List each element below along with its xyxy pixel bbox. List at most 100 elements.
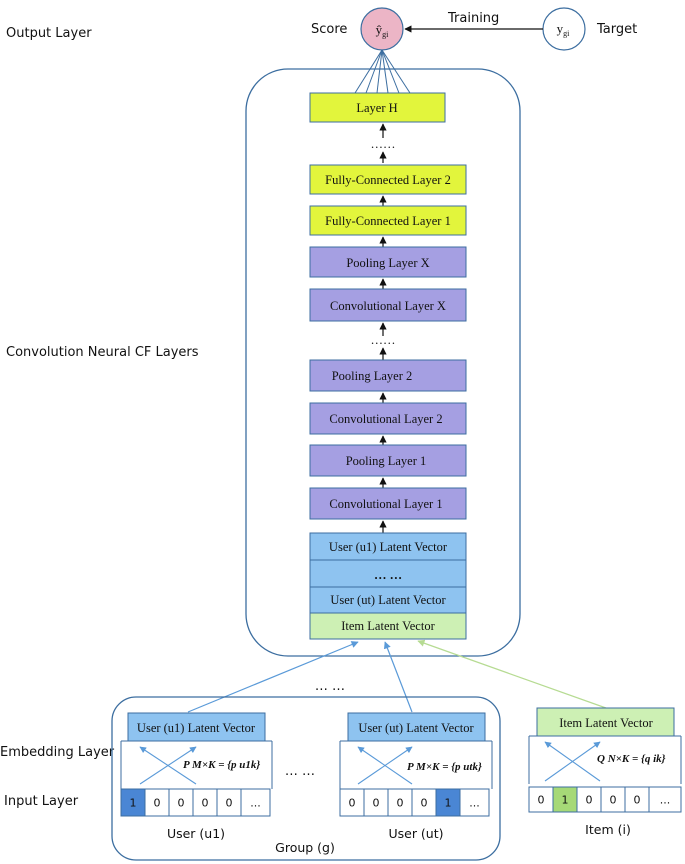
fc2-box: [309, 164, 467, 195]
arrow-user1-to-stack: [187, 641, 359, 713]
item-cross-b: [544, 741, 601, 782]
conv-x-text: Convolutional Layer X: [330, 299, 446, 313]
output-layer-label: Output Layer: [6, 26, 92, 41]
user1-cell-box-2: [168, 788, 194, 817]
pool-1-box: [309, 444, 467, 477]
conv-2-text: Convolutional Layer 2: [329, 412, 442, 426]
pool-2-box: [309, 359, 467, 392]
training-label: Training: [447, 11, 499, 26]
between-dots: … …: [285, 764, 315, 779]
score-symbol: ŷ: [376, 22, 383, 37]
target-label: Target: [596, 22, 637, 37]
usert-cell-value-2: 0: [397, 797, 404, 810]
conv-x-box: [309, 288, 467, 322]
item-cell-box-2: [576, 786, 602, 813]
target-subscript: gi: [563, 29, 570, 38]
usert-cell-value-0: 0: [349, 797, 356, 810]
user1-cross-b: [139, 746, 197, 785]
item-input-cells: 0 1 0 0 0...: [528, 786, 682, 813]
item-cell-value-5: ...: [660, 794, 671, 807]
usert-vec-text: User (ut) Latent Vector: [358, 721, 474, 735]
user1-cell-value-0: 1: [130, 797, 137, 810]
score-node-text: ŷgi: [376, 22, 390, 39]
stack-item-latent-text: Item Latent Vector: [341, 619, 435, 633]
stack-user1-latent-text: User (u1) Latent Vector: [329, 540, 448, 554]
score-fan-lines: [354, 49, 411, 94]
usert-cell-box-3: [411, 788, 437, 817]
group-container: [111, 696, 501, 861]
item-cell-value-1: 1: [562, 794, 569, 807]
usert-cell-box-1: [363, 788, 389, 817]
arrow-item-to-stack: [417, 639, 607, 709]
stack-dots-box: [309, 559, 467, 588]
user1-vec-text: User (u1) Latent Vector: [137, 721, 256, 735]
conv-2-box: [309, 402, 467, 435]
usert-vec-box: [347, 712, 486, 742]
user1-cell-value-1: 0: [154, 797, 161, 810]
layer-h-box: [309, 92, 446, 123]
cnn-container: [245, 68, 521, 657]
user1-label: User (u1): [167, 826, 225, 841]
stack-usert-latent-box: [309, 586, 467, 614]
stack-user1-latent-box: [309, 532, 467, 561]
pool-x-text: Pooling Layer X: [346, 256, 429, 270]
score-subscript: gi: [382, 30, 389, 39]
conv-1-text: Convolutional Layer 1: [329, 497, 442, 511]
fc2-text: Fully-Connected Layer 2: [325, 173, 451, 187]
pool-2-text: Pooling Layer 2: [332, 369, 413, 383]
item-projection-lines: [528, 735, 682, 784]
item-cell-value-4: 0: [634, 794, 641, 807]
item-label: Item (i): [585, 822, 631, 837]
item-cell-value-3: 0: [610, 794, 617, 807]
target-symbol: y: [557, 21, 564, 36]
stack-usert-latent-text: User (ut) Latent Vector: [330, 593, 446, 607]
group-label: Group (g): [275, 840, 335, 855]
item-cell-value-0: 0: [538, 794, 545, 807]
mid-dots: … …: [315, 679, 345, 694]
usert-cell-value-1: 0: [373, 797, 380, 810]
item-vec-box: [536, 707, 675, 737]
arrow-usert-to-stack: [383, 641, 413, 713]
score-label: Score: [311, 22, 347, 37]
user1-cell-box-4: [216, 788, 242, 817]
layer-h-text: Layer H: [356, 101, 397, 115]
user1-cell-box-3: [192, 788, 218, 817]
item-vec-text: Item Latent Vector: [559, 716, 653, 730]
stack-item-latent-box: [309, 612, 467, 640]
stack-dots-text: … …: [374, 568, 402, 582]
item-q-formula: Q N×K = {q ik}: [597, 753, 666, 765]
item-cell-box-5: [648, 786, 682, 813]
user1-input-cells: 1 0 0 0 0...: [120, 788, 271, 817]
item-cell-box-1: [552, 786, 578, 813]
dots-1: ……: [371, 137, 396, 151]
fc1-box: [309, 205, 467, 236]
usert-cell-value-5: ...: [469, 797, 480, 810]
usert-cell-value-4: 1: [445, 797, 452, 810]
pool-1-text: Pooling Layer 1: [346, 454, 427, 468]
user1-vec-box: [127, 712, 266, 742]
embedding-layer-label: Embedding Layer: [0, 745, 115, 760]
fc1-text: Fully-Connected Layer 1: [325, 214, 451, 228]
user1-cell-value-5: ...: [250, 797, 261, 810]
usert-cell-box-5: [459, 788, 490, 817]
target-node-text: ygi: [557, 21, 571, 38]
user1-cell-box-1: [144, 788, 170, 817]
usert-label: User (ut): [388, 826, 443, 841]
conv-1-box: [309, 487, 467, 520]
usert-cross-b: [357, 746, 413, 785]
item-cell-box-4: [624, 786, 650, 813]
user1-projection-lines: [120, 740, 273, 789]
usert-projection-lines: [339, 740, 493, 789]
user1-cell-value-3: 0: [202, 797, 209, 810]
usert-cell-value-3: 0: [421, 797, 428, 810]
usert-input-cells: 0 0 0 0 1...: [339, 788, 490, 817]
user1-p-formula: P M×K = {p u1k}: [183, 759, 260, 771]
user1-cell-box-5: [240, 788, 271, 817]
usert-p-formula: P M×K = {p utk}: [407, 761, 482, 773]
item-cell-value-2: 0: [586, 794, 593, 807]
user1-cell-value-4: 0: [226, 797, 233, 810]
pool-x-box: [309, 246, 467, 278]
user1-cell-value-2: 0: [178, 797, 185, 810]
usert-cell-box-4: [435, 788, 461, 817]
